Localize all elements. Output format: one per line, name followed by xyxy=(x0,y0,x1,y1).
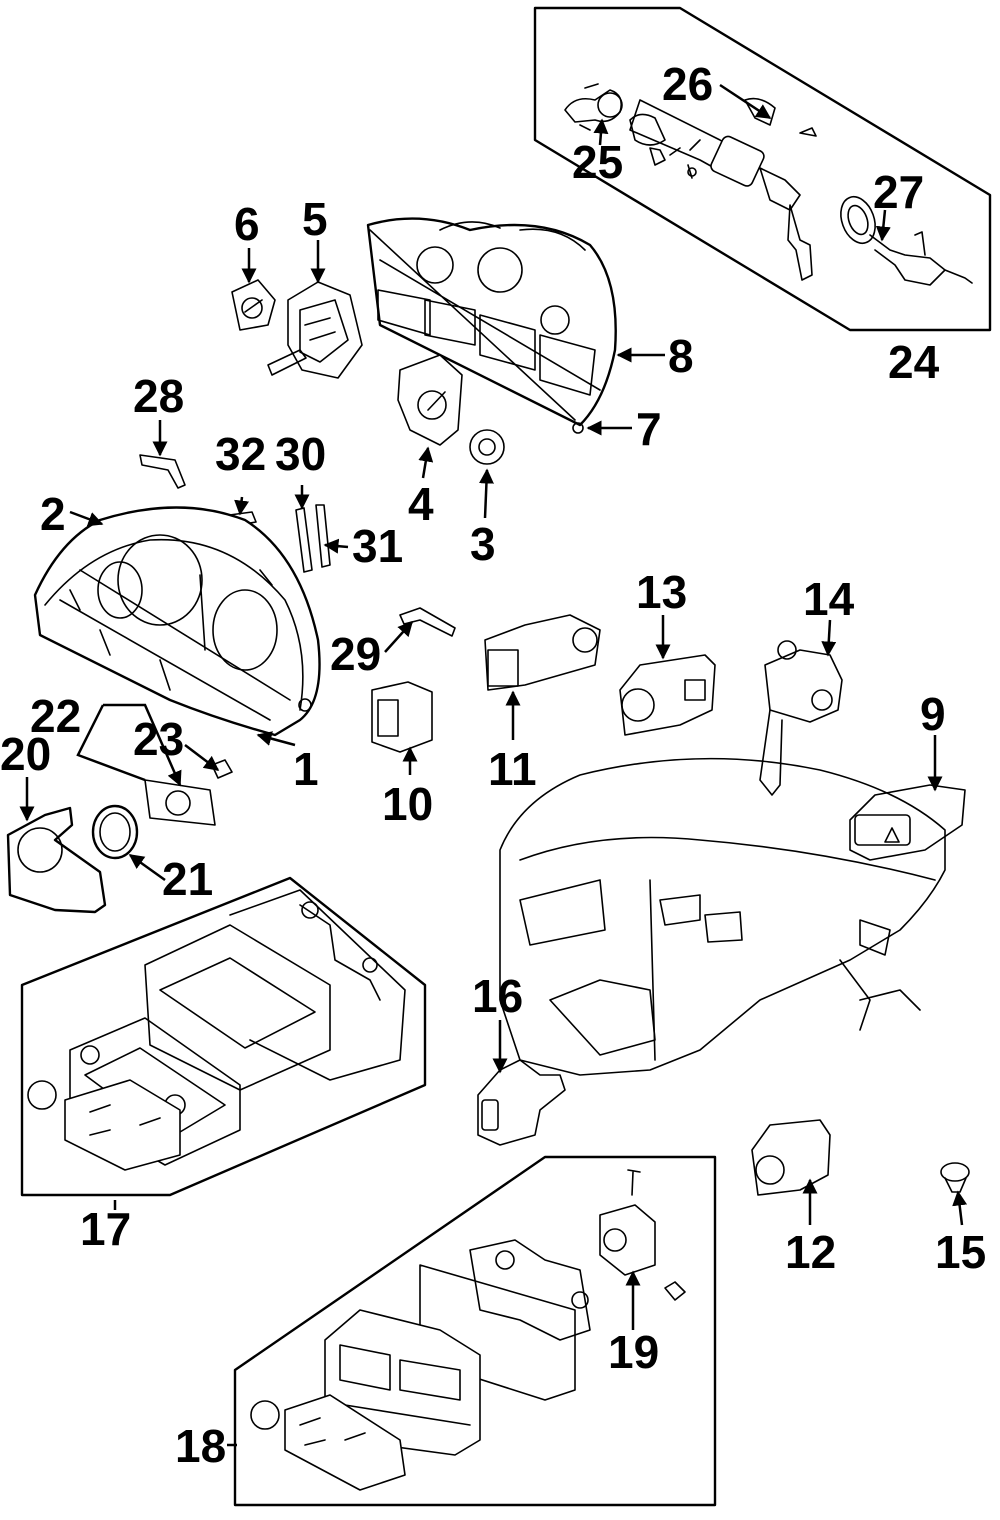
climate-control-17 xyxy=(27,889,406,1171)
gauge-part-3 xyxy=(469,429,505,465)
group-box-18 xyxy=(233,1155,717,1507)
callout-32: 32 xyxy=(215,428,266,480)
callout-20: 20 xyxy=(0,728,51,780)
cover-part-20-dial xyxy=(17,827,63,873)
switch-part-11 xyxy=(484,614,601,691)
strip-part-31 xyxy=(315,504,331,568)
plate-part-22-hole xyxy=(165,790,191,816)
callout-24: 24 xyxy=(888,336,940,388)
callout-16: 16 xyxy=(472,970,523,1022)
clip-part-28 xyxy=(139,454,186,489)
callout-12: 12 xyxy=(785,1226,836,1278)
leader-lines xyxy=(19,83,968,1447)
callout-27: 27 xyxy=(873,166,924,218)
callout-6: 6 xyxy=(234,198,260,250)
group-box-17 xyxy=(20,876,427,1197)
callout-14: 14 xyxy=(803,573,855,625)
speedometer-part-5 xyxy=(267,281,363,379)
callout-15: 15 xyxy=(935,1226,986,1278)
climate-control-18 xyxy=(250,1169,686,1491)
callout-labels: 1 2 3 4 5 6 7 8 9 10 11 12 13 14 15 16 1… xyxy=(0,58,986,1472)
ring-part-21 xyxy=(91,804,139,860)
callout-19: 19 xyxy=(608,1326,659,1378)
ignition-lock-assembly xyxy=(564,83,973,286)
callout-10: 10 xyxy=(382,778,433,830)
callout-4: 4 xyxy=(408,478,434,530)
cluster-housing-7-8 xyxy=(366,217,617,434)
switch-part-13 xyxy=(619,654,716,736)
gauge-part-4 xyxy=(397,354,463,446)
callout-7: 7 xyxy=(636,403,662,455)
callout-18: 18 xyxy=(175,1420,226,1472)
callout-28: 28 xyxy=(133,370,184,422)
callout-17: 17 xyxy=(80,1203,131,1255)
dashboard-outline xyxy=(499,757,946,1076)
callout-29: 29 xyxy=(330,628,381,680)
callout-31: 31 xyxy=(352,520,403,572)
callout-2: 2 xyxy=(40,488,66,540)
bracket-part-29 xyxy=(399,607,456,637)
switch-part-10 xyxy=(371,681,433,753)
cover-part-20 xyxy=(6,806,107,914)
callout-8: 8 xyxy=(668,330,694,382)
callout-26: 26 xyxy=(662,58,713,110)
callout-9: 9 xyxy=(920,688,946,740)
strip-part-30 xyxy=(295,507,313,573)
group-box-24 xyxy=(533,6,992,332)
callout-23: 23 xyxy=(133,713,184,765)
callout-21: 21 xyxy=(162,853,213,905)
switch-part-12 xyxy=(751,1119,831,1196)
callout-11: 11 xyxy=(488,743,537,795)
callout-5: 5 xyxy=(302,193,328,245)
callout-22: 22 xyxy=(30,690,81,742)
callout-30: 30 xyxy=(275,428,326,480)
callout-25: 25 xyxy=(572,136,623,188)
callout-1: 1 xyxy=(293,743,319,795)
switch-part-16 xyxy=(477,1059,566,1146)
ring-part-21-inner xyxy=(99,812,131,852)
clip-part-15 xyxy=(940,1162,970,1193)
callout-13: 13 xyxy=(636,566,687,618)
switch-part-9 xyxy=(849,784,966,861)
callout-3: 3 xyxy=(470,518,496,570)
plate-part-22 xyxy=(144,779,216,826)
gauge-part-6 xyxy=(231,279,276,331)
